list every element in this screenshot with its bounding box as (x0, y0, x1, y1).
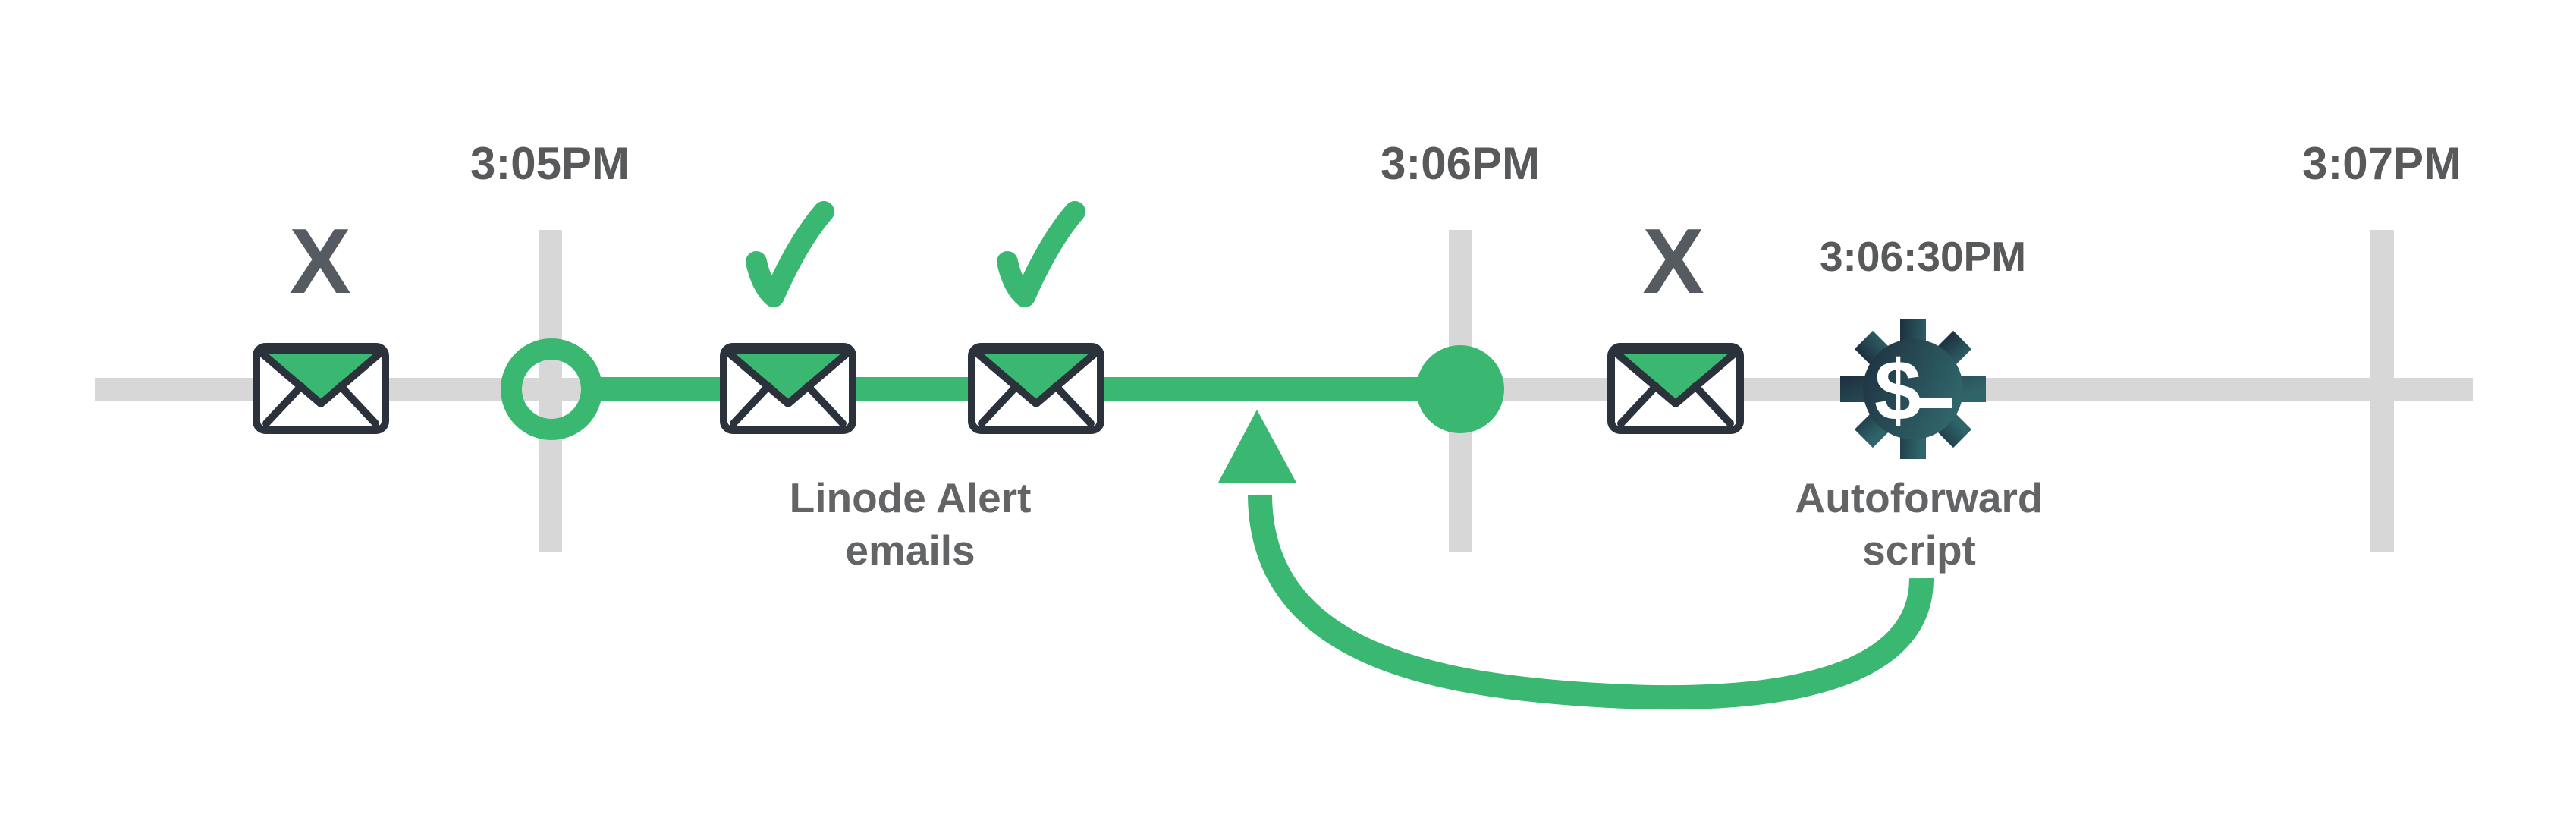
checkmark-icon-1 (756, 212, 824, 297)
email-envelope-icon-delivered-1 (724, 347, 853, 430)
failed-x-icon-1: X (289, 209, 351, 313)
caption-autoforward-script: Autoforward script (1795, 472, 2044, 577)
caption-line-1: Linode Alert (789, 474, 1032, 521)
end-dot-marker (1416, 345, 1504, 433)
email-envelope-icon-missed-1 (256, 347, 385, 430)
email-envelope-icon-missed-2 (1611, 347, 1740, 430)
shell-prompt-dash (1919, 398, 1952, 408)
autoforward-arrow-curve (1248, 494, 1934, 710)
arrowhead-icon (1218, 410, 1296, 483)
start-ring-marker (501, 338, 602, 440)
caption-line-1: Autoforward (1795, 474, 2044, 521)
failed-x-icon-2: X (1642, 209, 1704, 313)
caption-line-2: script (1862, 527, 1976, 574)
time-label-3-06-30pm: 3:06:30PM (1819, 233, 2027, 280)
script-gear-icon: $ (1840, 319, 1986, 459)
caption-linode-alert-emails: Linode Alert emails (790, 472, 1032, 577)
tick-3-05pm (539, 230, 562, 552)
tick-3-07pm (2370, 230, 2394, 552)
time-label-3-06pm: 3:06PM (1380, 138, 1541, 189)
email-envelope-icon-delivered-2 (972, 347, 1101, 430)
caption-line-2: emails (845, 527, 975, 574)
checkmark-icon-2 (1007, 212, 1075, 297)
time-label-3-05pm: 3:05PM (470, 138, 630, 189)
shell-prompt-dollar: $ (1874, 343, 1921, 438)
time-label-3-07pm: 3:07PM (2301, 138, 2462, 189)
